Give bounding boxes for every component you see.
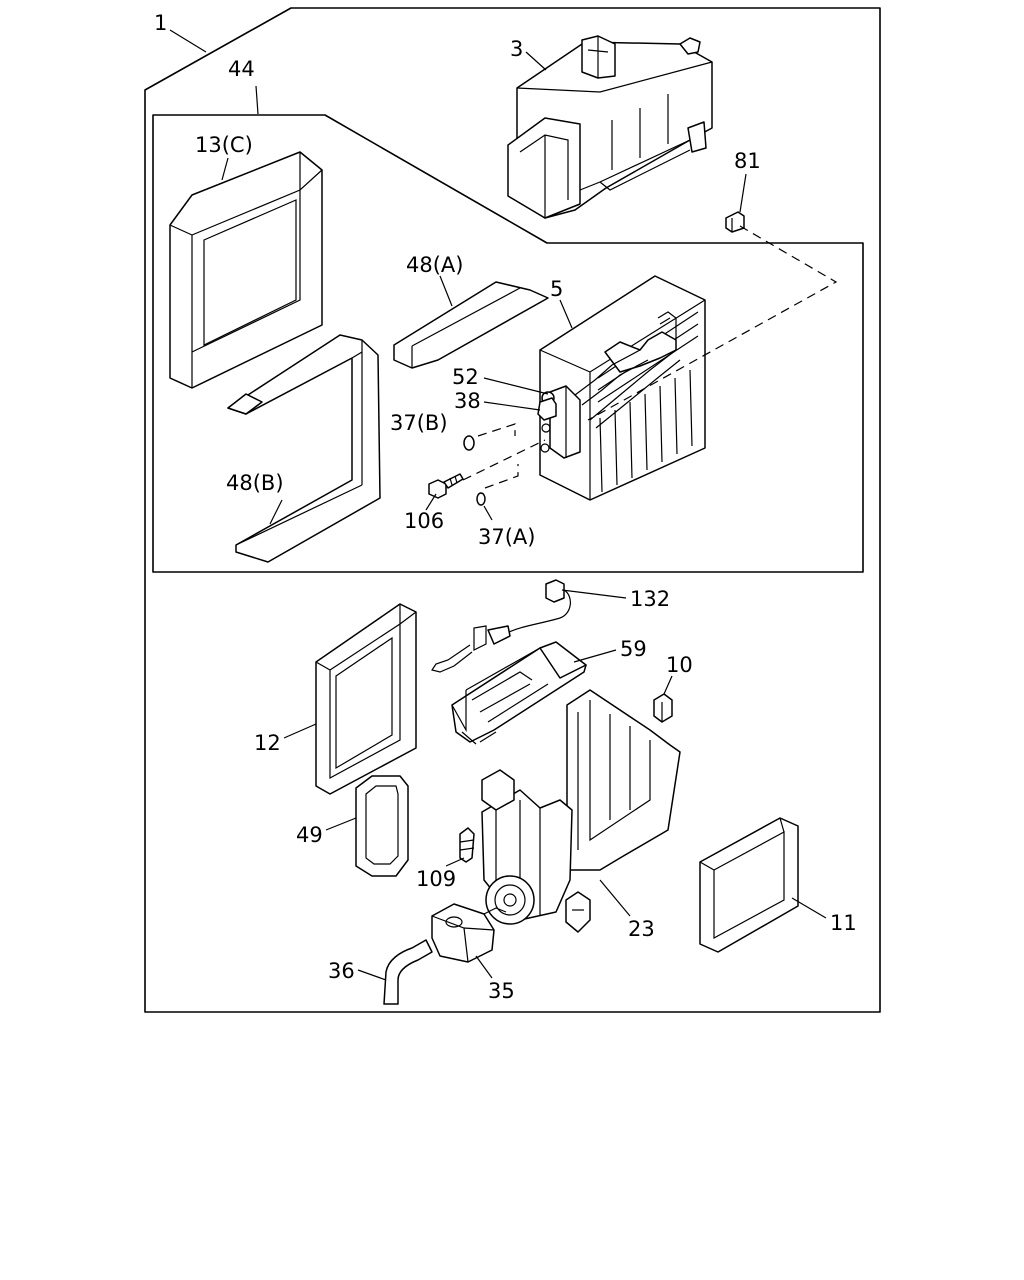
- callout-5: 5: [550, 277, 563, 301]
- callout-35: 35: [488, 979, 515, 1003]
- callout-37b: 37(B): [390, 411, 448, 435]
- callout-36: 36: [328, 959, 355, 983]
- callout-38: 38: [454, 389, 481, 413]
- part-48a-strip: [393, 281, 549, 369]
- part-23-lower-case: [481, 689, 681, 933]
- leader-lines: [169, 29, 827, 981]
- part-49-gasket: [355, 775, 409, 877]
- callout-37a: 37(A): [478, 525, 535, 549]
- callout-52: 52: [452, 365, 479, 389]
- callout-44: 44: [228, 57, 255, 81]
- guide-line-81: [587, 225, 838, 421]
- part-59-case: [451, 641, 587, 745]
- part-35-actuator: [431, 903, 507, 963]
- callout-1: 1: [154, 11, 167, 35]
- assembly-1-border: [144, 7, 881, 1013]
- guide-line-valve: [462, 423, 546, 489]
- part-37a-oring: [476, 492, 486, 506]
- callout-12: 12: [254, 731, 281, 755]
- part-11-seal: [699, 817, 799, 953]
- part-37b-oring: [463, 435, 475, 451]
- callout-11: 11: [830, 911, 857, 935]
- callout-13c: 13(C): [195, 133, 253, 157]
- part-106-bolt: [428, 473, 464, 499]
- callout-49: 49: [296, 823, 323, 847]
- part-109-screw: [459, 827, 475, 863]
- part-5-evaporator: [537, 275, 706, 501]
- callout-23: 23: [628, 917, 655, 941]
- callout-106: 106: [404, 509, 444, 533]
- callout-10: 10: [666, 653, 693, 677]
- part-48b-strip: [227, 334, 381, 563]
- callout-48b: 48(B): [226, 471, 284, 495]
- callout-132: 132: [630, 587, 670, 611]
- part-13c-frame: [169, 151, 323, 389]
- callout-59: 59: [620, 637, 647, 661]
- part-12-seal: [315, 603, 417, 795]
- part-3-upper-case: [507, 35, 713, 219]
- callout-81: 81: [734, 149, 761, 173]
- callout-3: 3: [510, 37, 523, 61]
- part-36-hose: [383, 939, 433, 1005]
- callout-labels: 1 44 3 13(C) 81 48(A) 5 52 38 37(B) 48(B…: [154, 11, 857, 1003]
- callout-109: 109: [416, 867, 456, 891]
- subassembly-44-border: [152, 114, 864, 573]
- part-81-clip: [725, 211, 745, 233]
- callout-48a: 48(A): [406, 253, 463, 277]
- part-132-sensor: [431, 579, 571, 673]
- part-10-clip: [653, 693, 673, 723]
